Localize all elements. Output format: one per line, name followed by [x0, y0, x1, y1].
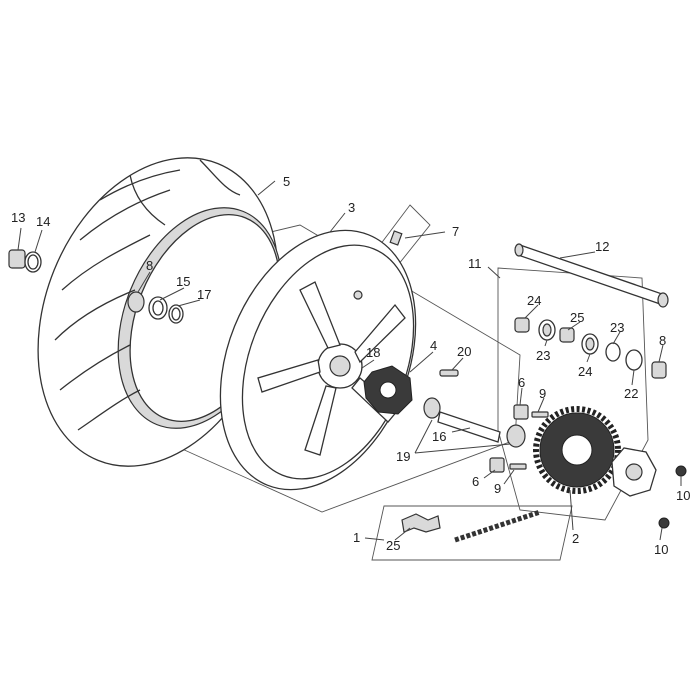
left-bearings	[127, 291, 184, 324]
callout-24-right: 25	[570, 310, 584, 325]
callout-21: 22	[624, 386, 638, 401]
hub-bearings	[514, 317, 667, 379]
callout-10-bottom: 10	[654, 542, 668, 557]
callout-24-left: 24	[527, 293, 541, 308]
callout-10-top: 10	[676, 488, 690, 503]
callout-16: 16	[432, 429, 446, 444]
callout-23-left: 23	[536, 348, 550, 363]
callout-12: 12	[595, 239, 609, 254]
callout-17: 17	[197, 287, 211, 302]
bushes-bolts	[489, 404, 549, 473]
chain-kit-outline	[371, 505, 573, 561]
callout-labels: 5 3 7 13 14 8 15 17 18 4 20 16 19 12 11 …	[11, 174, 690, 557]
callout-9-bottom: 9	[494, 481, 501, 496]
bolt-20	[439, 369, 459, 377]
nuts	[658, 465, 687, 529]
cush-drive	[363, 365, 413, 415]
callout-5: 5	[283, 174, 290, 189]
callout-14: 14	[36, 214, 50, 229]
outer-spacers	[8, 249, 42, 273]
callout-19: 19	[396, 449, 410, 464]
callout-23-right: 24	[578, 364, 592, 379]
callout-18: 18	[366, 345, 380, 360]
callout-25-label: 25	[386, 538, 400, 553]
callout-15: 15	[176, 274, 190, 289]
callout-9-top: 9	[539, 386, 546, 401]
callout-2: 2	[572, 531, 579, 546]
callout-20: 20	[457, 344, 471, 359]
chain-kit	[401, 509, 541, 543]
callout-8-right: 8	[659, 333, 666, 348]
callout-22: 23	[610, 320, 624, 335]
callout-4: 4	[430, 338, 437, 353]
sprocket	[533, 406, 621, 494]
callout-7: 7	[452, 224, 459, 239]
valve	[353, 230, 403, 300]
callout-13: 13	[11, 210, 25, 225]
spacer-axle	[423, 397, 526, 448]
sprocket-carrier	[611, 447, 657, 497]
leader-lines	[17, 180, 682, 541]
hub-parts-outline	[497, 267, 649, 521]
axle	[514, 243, 669, 308]
callout-8-left: 8	[146, 258, 153, 273]
callout-3: 3	[348, 200, 355, 215]
callout-6-bottom: 6	[472, 474, 479, 489]
callout-11: 11	[468, 256, 482, 271]
callout-1: 1	[353, 530, 360, 545]
callout-6-top: 6	[518, 375, 525, 390]
